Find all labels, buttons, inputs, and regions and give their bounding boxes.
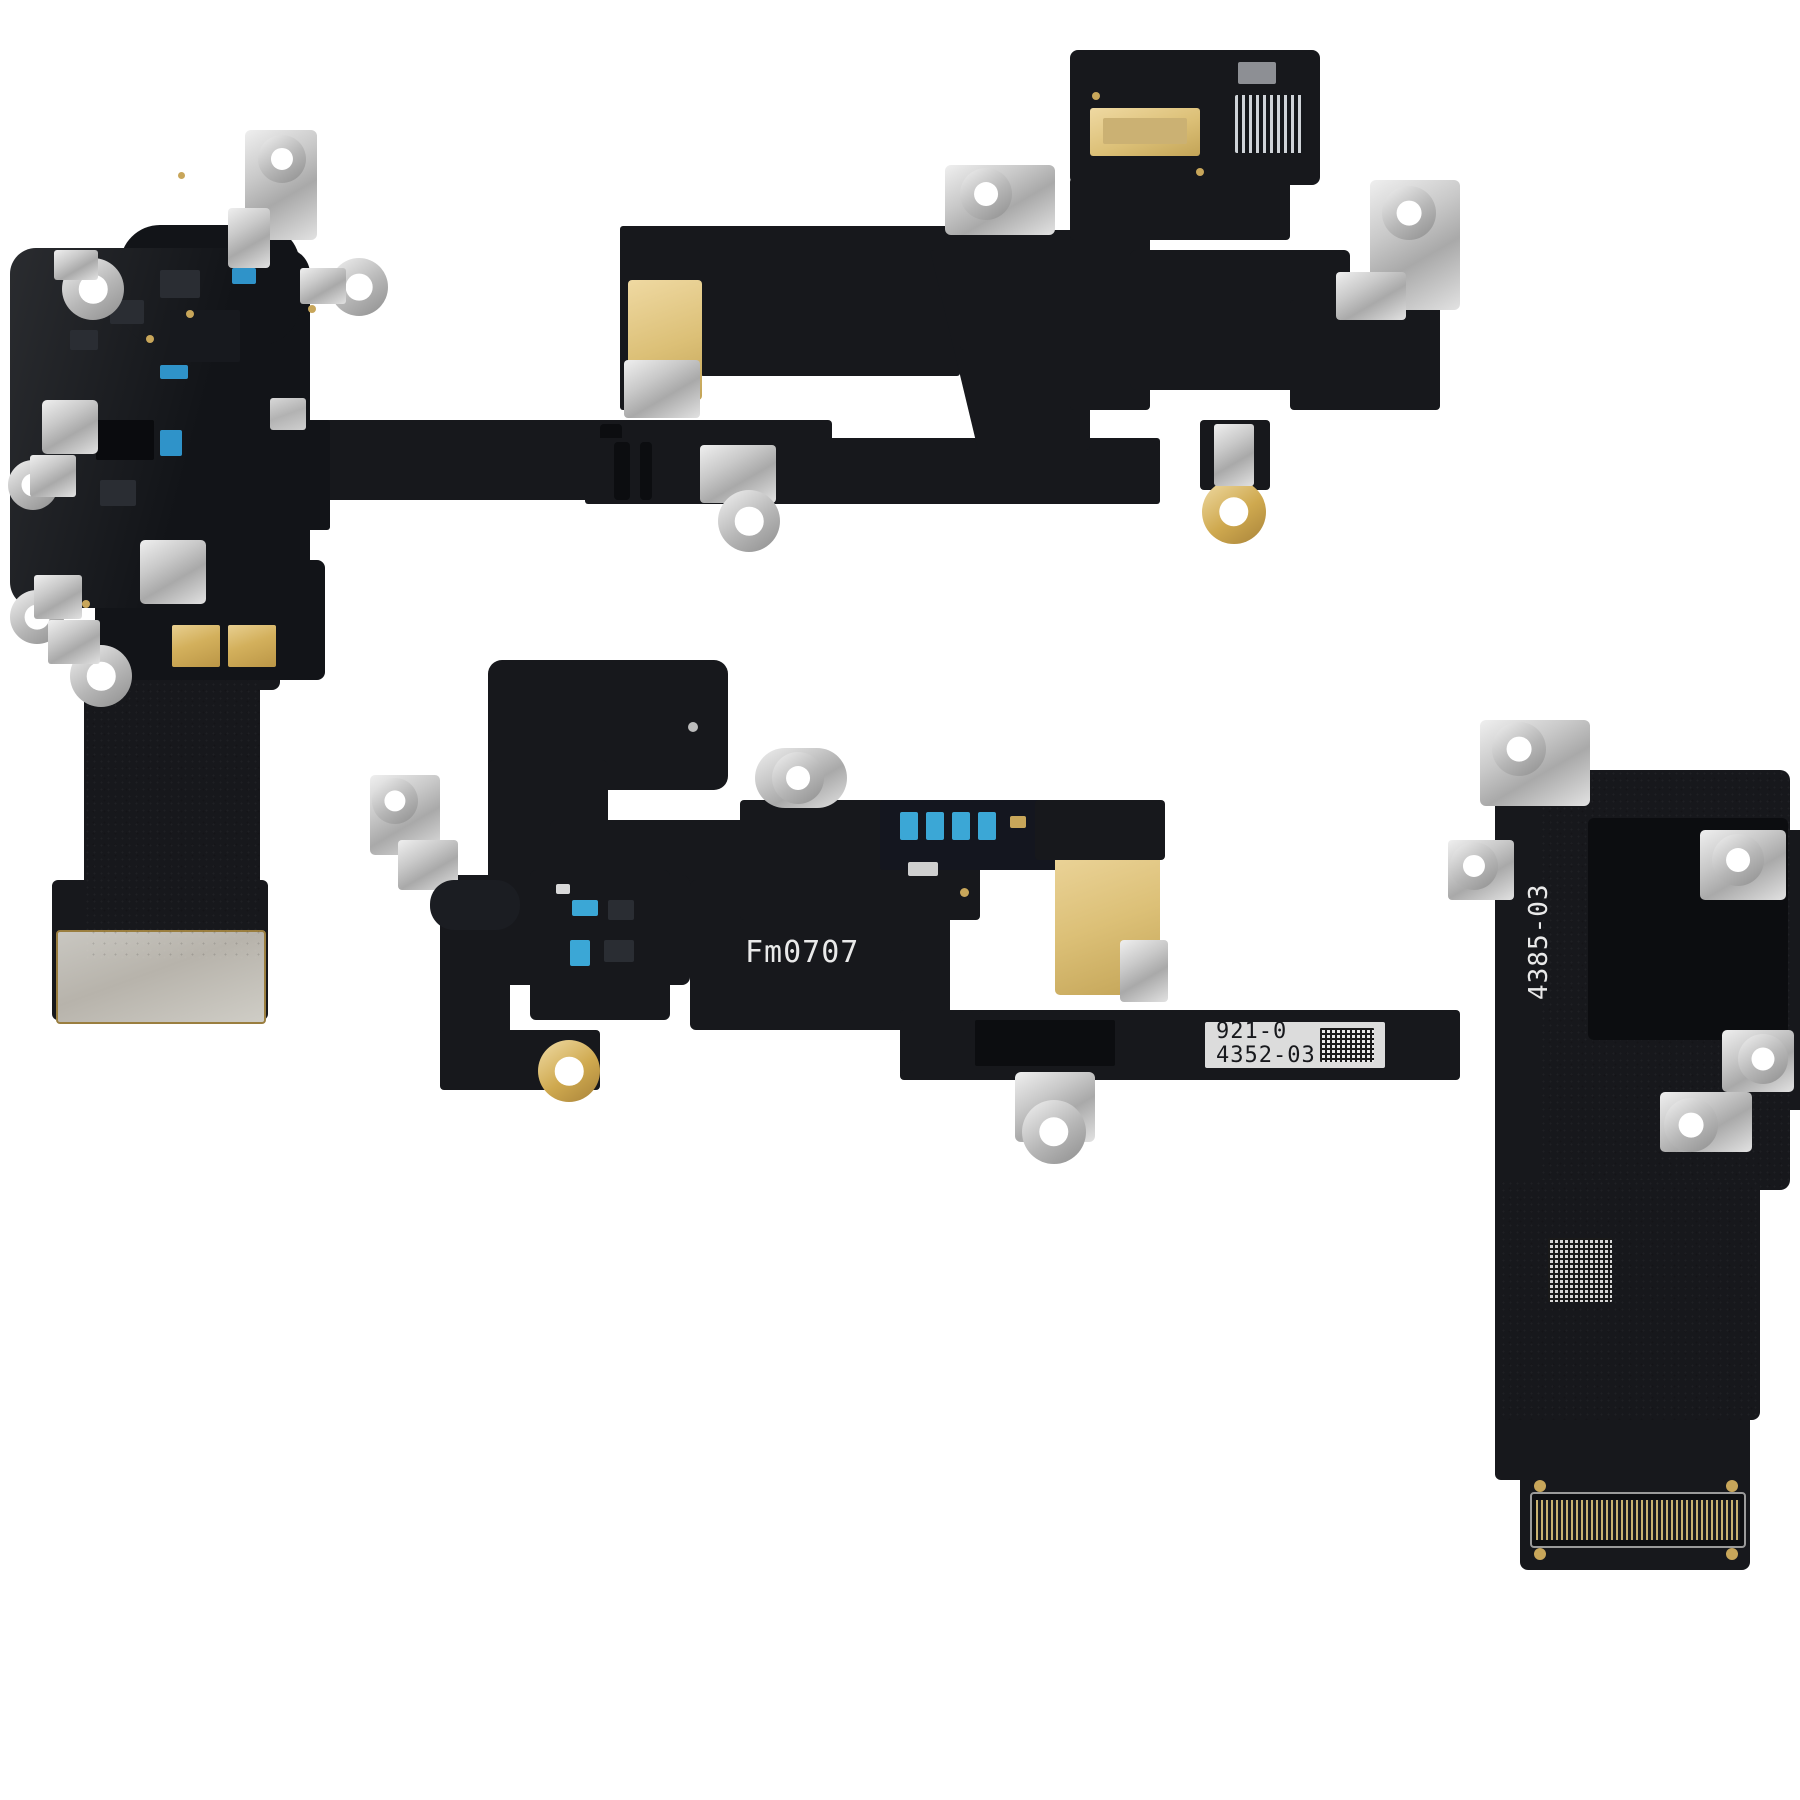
screw-grommet-top: [258, 135, 306, 183]
sensor-bar-dark-patch: [975, 1020, 1115, 1066]
display-grommet-top: [1492, 722, 1546, 776]
pcb-via-2: [146, 335, 154, 343]
upper-flex-left-body: [700, 226, 960, 376]
sensor-grommet-bottom: [1022, 1100, 1086, 1164]
upper-bar-fold-1: [614, 442, 630, 500]
sensor-grommet-far-left: [372, 778, 418, 824]
bracket-bottom: [48, 620, 100, 664]
display-flex-lower-body: [1500, 1180, 1760, 1420]
sensor-left-module-tail: [530, 870, 670, 1020]
upper-grommet-right: [1382, 186, 1436, 240]
sensor-chip-blue-2: [570, 940, 590, 966]
sensor-chip-blue-1: [572, 900, 598, 916]
pcb-component-6: [70, 330, 98, 350]
upper-flex-top-arm: [1070, 178, 1290, 240]
antenna-module-via-2: [1196, 168, 1204, 176]
pcb-component-4: [160, 365, 188, 379]
antenna-module-pin-pad: [1235, 95, 1305, 153]
shield-small-right: [270, 398, 306, 430]
sensor-strip-chip-4: [978, 812, 996, 840]
sensor-strip-pad-1: [1010, 816, 1026, 828]
bracket-left-upper: [54, 250, 98, 280]
pcb-component-2: [232, 268, 256, 284]
upper-grommet-bar-left: [718, 490, 780, 552]
sensor-top-pad-dot: [688, 722, 698, 732]
pcb-via-4: [82, 600, 90, 608]
sensor-strip-chip-2: [926, 812, 944, 840]
pcb-component-7: [96, 420, 154, 460]
pcb-via-1: [186, 310, 194, 318]
upper-bracket-right-foot: [1336, 272, 1406, 320]
pcb-component-1: [160, 270, 200, 298]
pcb-via-3: [308, 305, 316, 313]
sensor-gold-pad-base: [1035, 800, 1165, 860]
connector-via-bottom-right: [1726, 1548, 1738, 1560]
sensor-chip-grey-2: [604, 940, 634, 962]
connector-via-left: [1534, 1480, 1546, 1492]
sensor-strip-chip-3: [952, 812, 970, 840]
shield-can-left: [42, 400, 98, 454]
gold-pad-left: [172, 625, 220, 667]
upper-bracket-gold-arm: [1214, 424, 1254, 486]
sensor-bar-qr-code: [1320, 1028, 1374, 1062]
antenna-module-via-1: [1092, 92, 1100, 100]
sensor-label-part-top: 921-0: [1216, 1019, 1288, 1044]
antenna-pcb-arm-joint: [230, 420, 330, 530]
display-grommet-right-mid: [1738, 1034, 1788, 1084]
pcb-component-9: [100, 480, 136, 506]
sensor-strip-via: [960, 888, 969, 897]
upper-grommet-gold: [1202, 480, 1266, 544]
upper-left-metal-foot: [624, 360, 700, 418]
gold-pad-right: [228, 625, 276, 667]
upper-bar-fold-2: [640, 442, 652, 500]
display-grommet-bottom-right: [1664, 1098, 1718, 1152]
sensor-label-part-bottom: 4352-03: [1216, 1043, 1316, 1068]
sensor-left-round-tab: [430, 880, 520, 930]
display-grommet-right-upper: [1712, 834, 1764, 886]
pcb-via-5: [178, 172, 185, 179]
connector-via-bottom-left: [1534, 1548, 1546, 1560]
antenna-module-chip: [1238, 62, 1276, 84]
display-grommet-left-upper: [1450, 842, 1498, 890]
bracket-left-mid: [30, 455, 76, 497]
sensor-gold-pad-foot: [1120, 940, 1168, 1002]
connector-via-right: [1726, 1480, 1738, 1492]
pcb-component-8: [160, 430, 182, 456]
sensor-chip-white-1: [556, 884, 570, 894]
bracket-left-lower: [34, 575, 82, 619]
bracket-right-upper: [300, 268, 346, 304]
sensor-grommet-center-top: [772, 752, 824, 804]
connector-pins: [1536, 1500, 1740, 1540]
upper-grommet-center: [960, 168, 1012, 220]
shield-can-lower: [140, 540, 206, 604]
sensor-grommet-gold-left: [538, 1040, 600, 1102]
display-label-vertical: 4385-03: [1524, 883, 1554, 1000]
sensor-strip-chip-1: [900, 812, 918, 840]
contact-pad-large: [56, 930, 266, 1024]
pcb-component-3: [170, 310, 240, 362]
sensor-strip-white-1: [908, 862, 938, 876]
display-board-to-board-connector[interactable]: [1530, 1492, 1746, 1548]
shield-bracket-top-foot: [228, 208, 270, 268]
sensor-label-fm: Fm0707: [745, 935, 860, 970]
antenna-module-gold-inner: [1103, 118, 1187, 144]
sensor-chip-grey-1: [608, 900, 634, 920]
display-flex-qr-code: [1548, 1238, 1612, 1302]
